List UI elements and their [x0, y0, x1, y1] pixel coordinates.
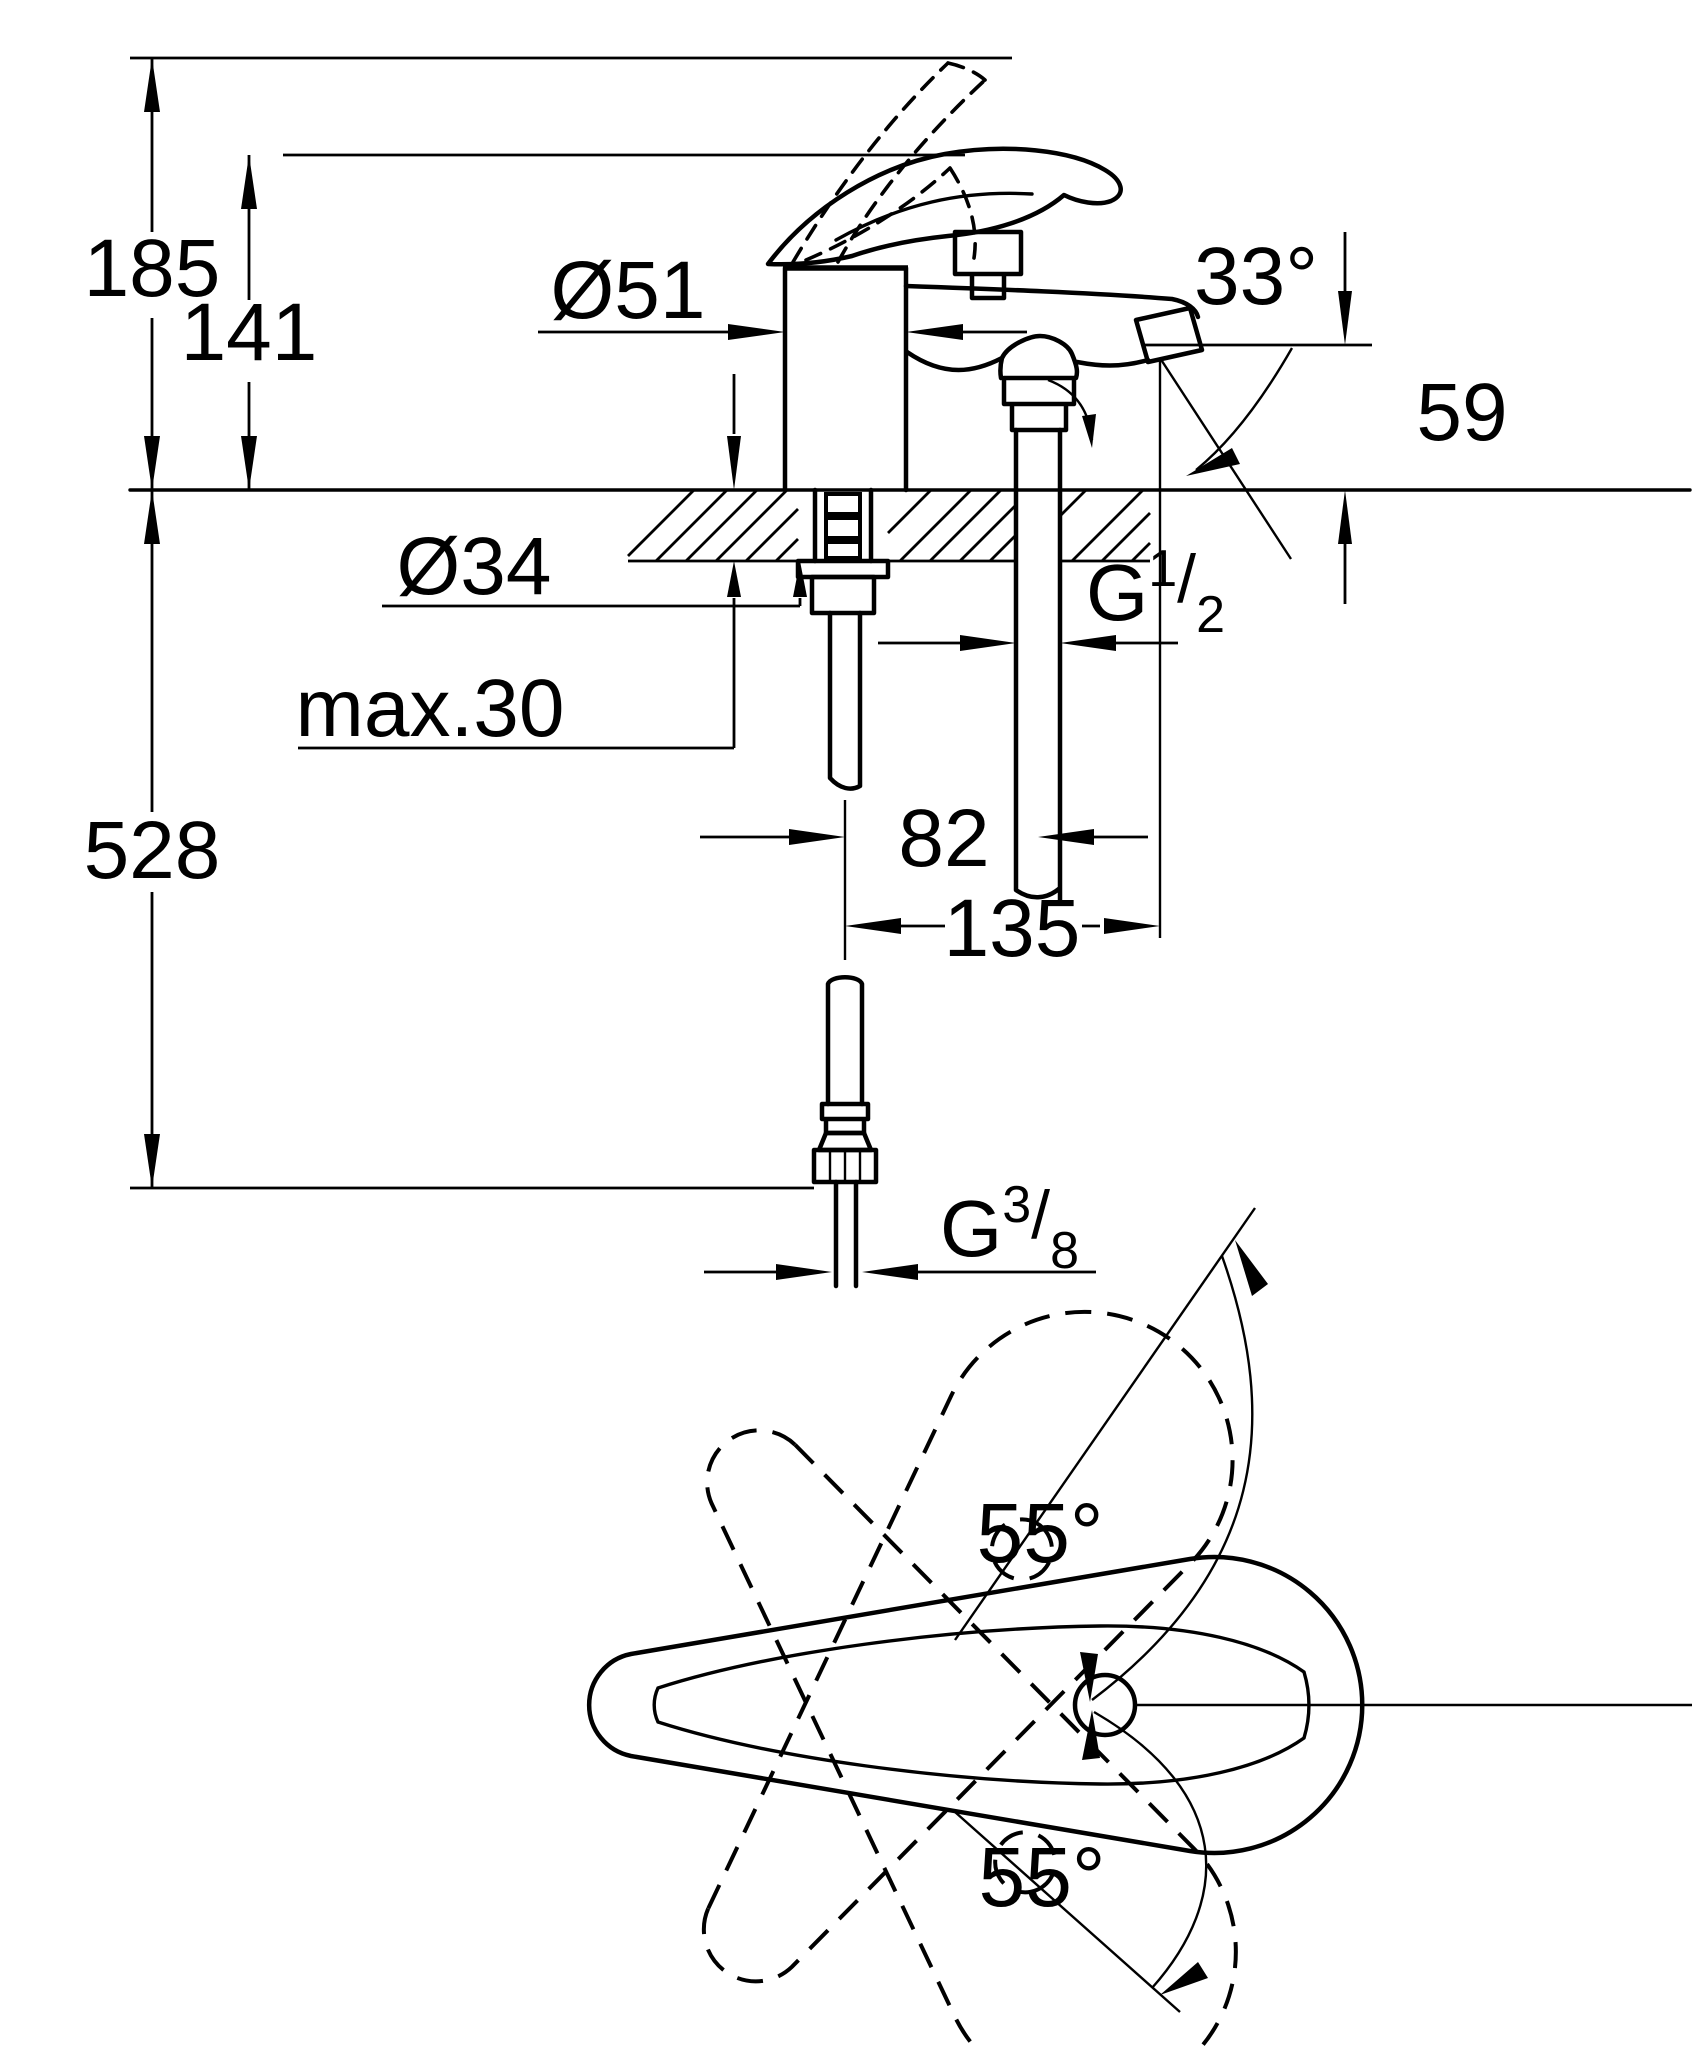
- dim-59: 59: [1338, 232, 1508, 604]
- dim-82-label: 82: [898, 793, 989, 884]
- dim-135-label: 135: [944, 883, 1081, 974]
- hose-upper-section: [825, 975, 865, 1107]
- dim-diameter-34: Ø34: [382, 521, 807, 612]
- dim-angle-55-lower-label: 55°: [978, 1830, 1105, 1924]
- spout-underside-left: [904, 349, 1005, 373]
- supply-tail-pipe: [827, 610, 863, 791]
- dim-59-label: 59: [1416, 367, 1507, 458]
- aerator-outlet: [1133, 305, 1205, 365]
- swing-line-lower: [954, 1811, 1181, 2013]
- g-half-base: G: [1086, 548, 1148, 637]
- shank-thread-detail: [824, 492, 862, 560]
- g38-sup: 3: [1002, 1176, 1031, 1234]
- diverter-flow-arrowhead: [1082, 414, 1096, 448]
- hose-fitting-rings: [819, 1101, 871, 1136]
- dim-528: 528: [84, 490, 221, 1188]
- dim-82: 82: [700, 793, 1148, 884]
- dim-angle-55-lower: 55°: [978, 1710, 1208, 1995]
- flexible-supply-hose: [811, 975, 879, 1289]
- top-view-handle: [589, 1207, 1692, 2048]
- g-half-slash: /: [1177, 541, 1196, 617]
- dim-141: 141: [181, 155, 318, 490]
- g38-sub: 8: [1050, 1222, 1079, 1280]
- dim-angle-55-upper: 55°: [976, 1240, 1268, 1702]
- reference-lines: [128, 56, 1692, 1190]
- dim-g-three-eighths: G3/8: [704, 1176, 1096, 1280]
- spout-underside-right: [1074, 357, 1151, 368]
- lever-handle-mid-ghost: [804, 166, 977, 262]
- g-half-sub: 2: [1196, 586, 1225, 644]
- handle-swing-dashed-lower: [602, 1251, 1293, 2048]
- handle-indicator-dot: [1072, 1672, 1138, 1738]
- hose-fitting-taper: [816, 1130, 874, 1153]
- spout-top-edge: [903, 283, 1201, 320]
- shank-body: [812, 487, 874, 564]
- hand-shower-outlet-bell: [998, 333, 1080, 381]
- shower-thread-connector: [1001, 375, 1077, 433]
- handle-top-view-inner-outline: [652, 1624, 1311, 1786]
- dim-max30-label: max.30: [296, 663, 565, 754]
- dim-g-three-eighths-label: G3/8: [940, 1176, 1079, 1280]
- shower-hose-pipe: [1013, 427, 1063, 905]
- dim-528-label: 528: [84, 805, 221, 896]
- dim-max30: max.30: [296, 374, 741, 754]
- dim-diameter-51-label: Ø51: [551, 245, 706, 336]
- union-nut-knurling: [828, 1150, 862, 1182]
- dim-135: 135: [845, 883, 1160, 974]
- lever-handle-raised-dashed: [791, 61, 987, 264]
- cartridge-housing: [782, 265, 909, 493]
- dim-185-label: 185: [84, 223, 221, 314]
- mounting-washer: [795, 558, 891, 580]
- g38-slash: /: [1031, 1177, 1050, 1253]
- deck-section-hatching: [627, 489, 1151, 562]
- handle-swing-dashed-upper: [606, 1352, 1296, 2048]
- diverter-knob: [952, 229, 1024, 301]
- mounting-shank: [795, 487, 891, 791]
- hose-union-nut: [811, 1147, 879, 1185]
- mounting-nut: [809, 574, 877, 616]
- dim-angle-55-upper-label: 55°: [976, 1486, 1103, 1580]
- dim-g-half-label: G1/2: [1086, 540, 1225, 644]
- hose-end-pipe: [833, 1179, 859, 1289]
- faucet-body: [765, 61, 1205, 905]
- g-half-sup: 1: [1148, 540, 1177, 598]
- dim-angle-33-label: 33°: [1194, 231, 1318, 322]
- dim-g-half: G1/2: [878, 540, 1225, 651]
- dim-angle-33: 33°: [1186, 231, 1318, 476]
- dim-diameter-34-label: Ø34: [397, 521, 552, 612]
- lever-handle-solid: [765, 146, 1123, 267]
- dim-diameter-51: Ø51: [538, 245, 1027, 340]
- dim-185: 185: [84, 58, 221, 490]
- g38-base: G: [940, 1184, 1002, 1273]
- swing-line-upper: [954, 1207, 1256, 1641]
- dim-141-label: 141: [181, 287, 318, 378]
